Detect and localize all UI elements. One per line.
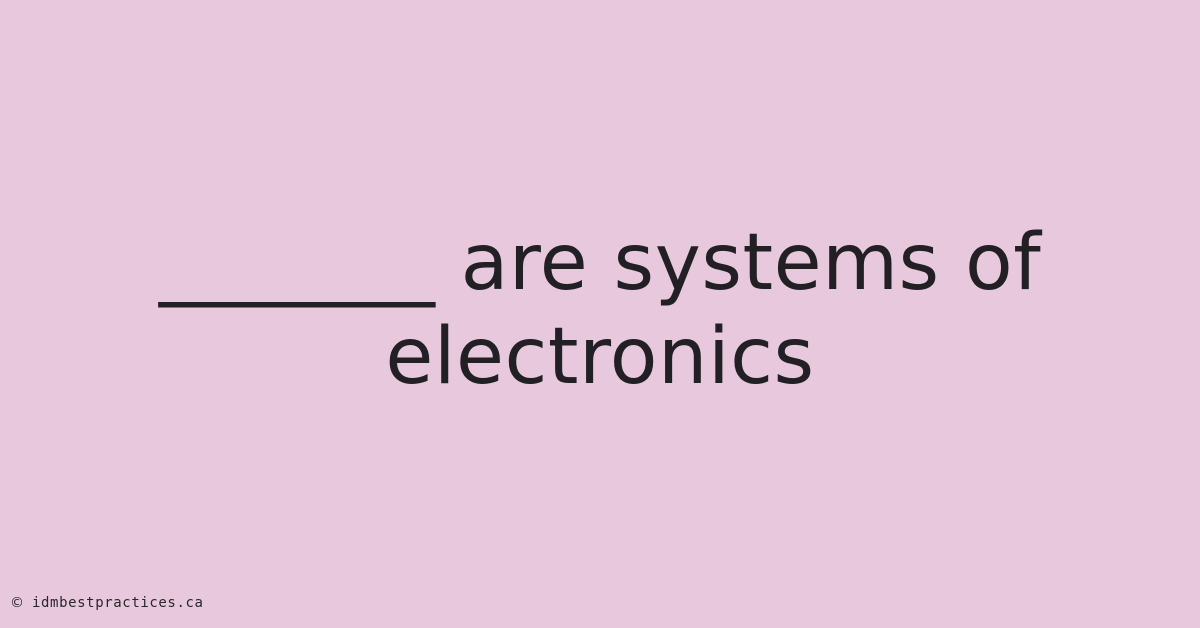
site-name: idmbestpractices.ca xyxy=(32,595,204,611)
footer: © idmbestpractices.ca xyxy=(10,596,204,610)
headline-line-1: _______ are systems of xyxy=(158,218,1042,308)
headline-line-2: electronics xyxy=(385,312,815,402)
copyright-icon: © xyxy=(10,595,24,611)
